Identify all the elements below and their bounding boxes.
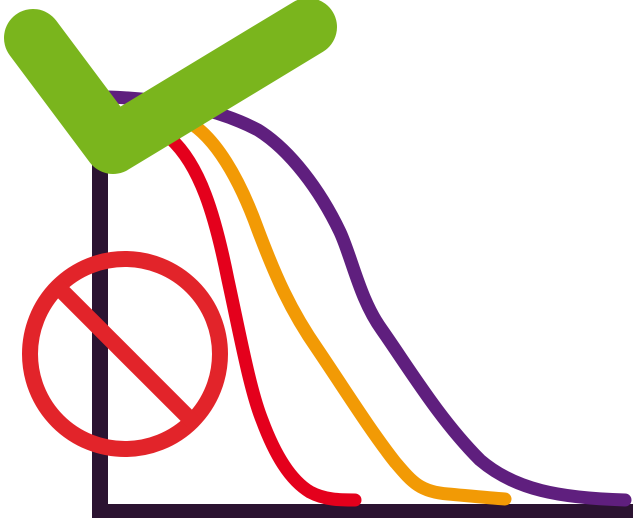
no-entry-icon <box>22 251 228 457</box>
decay-curves <box>101 90 632 507</box>
purple-curve <box>101 90 632 507</box>
check-icon <box>4 0 337 174</box>
prohibition-slash <box>52 281 198 427</box>
chart-axes <box>92 105 633 518</box>
prohibition-ring <box>22 251 228 457</box>
orange-curve <box>178 113 512 506</box>
red-curve <box>163 131 362 507</box>
